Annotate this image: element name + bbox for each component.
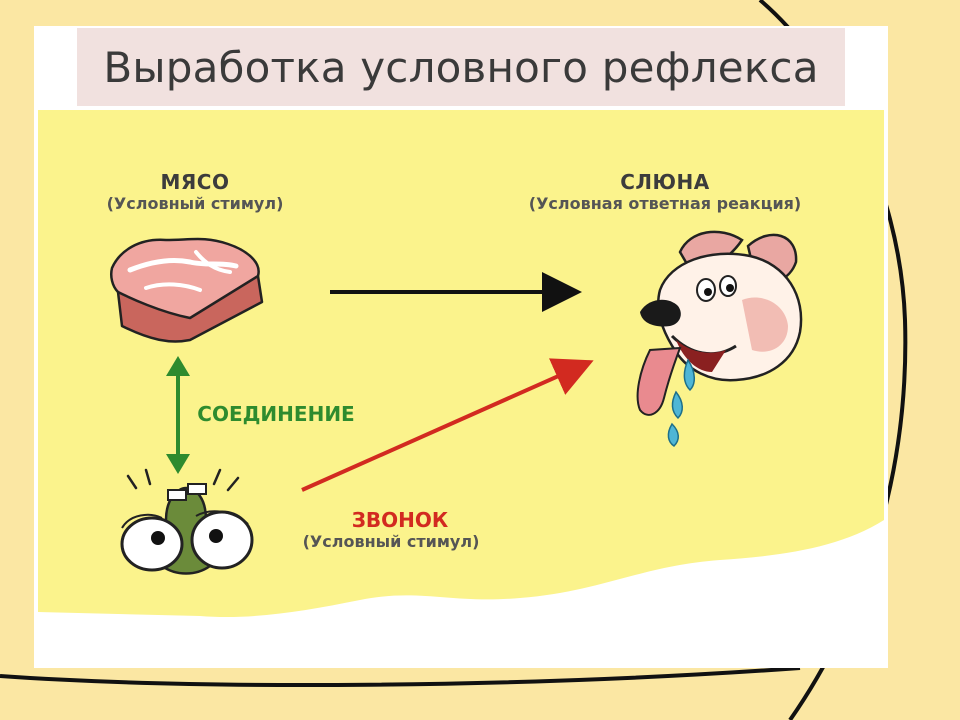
meat-label: МЯСО — [160, 170, 230, 194]
bell-to-saliva-arrow — [301, 358, 594, 492]
meat-sublabel: (Условный стимул) — [106, 194, 284, 213]
bell-label: ЗВОНОК — [351, 508, 449, 532]
title-bar — [77, 28, 845, 106]
slide-title: Выработка условного рефлекса — [103, 42, 819, 92]
connection-label: СОЕДИНЕНИЕ — [197, 402, 355, 426]
saliva-sublabel: (Условная ответная реакция) — [528, 194, 802, 213]
background-curve-bottom — [0, 666, 801, 688]
connection-arrow — [166, 356, 190, 474]
meat-steak-icon — [110, 237, 264, 343]
ringing-bell-eyes-icon — [120, 468, 254, 575]
bell-sublabel: (Условный стимул) — [302, 532, 480, 551]
drooling-dog-icon — [636, 230, 803, 447]
diagram-background — [38, 110, 884, 618]
saliva-label: СЛЮНА — [620, 170, 710, 194]
